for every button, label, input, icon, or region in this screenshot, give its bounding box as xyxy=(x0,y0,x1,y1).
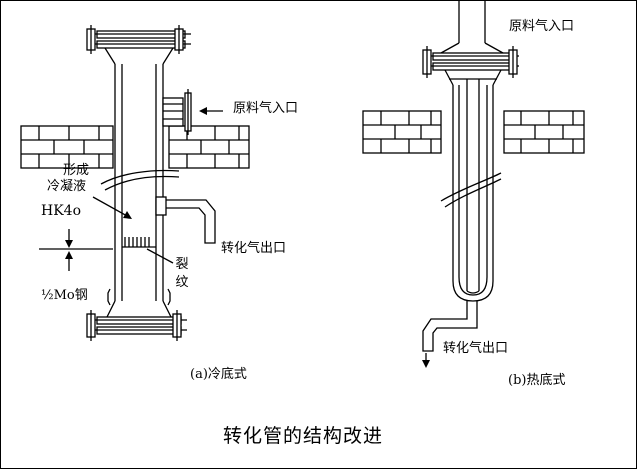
left-bottom-reducer xyxy=(106,300,172,318)
right-upper-reducer xyxy=(444,69,502,86)
left-caption: (a)冷底式 xyxy=(190,367,247,382)
left-material-bottom-label: ½Mo钢 xyxy=(41,288,88,303)
left-material-top-label: HK4o xyxy=(41,203,82,219)
left-support-lines xyxy=(100,169,180,191)
left-condensate-arrow xyxy=(92,196,132,219)
left-crack-label-line2: 纹 xyxy=(175,275,189,290)
left-brick-wall-right xyxy=(168,125,250,169)
left-weld-detail xyxy=(107,288,171,306)
left-top-flange xyxy=(86,25,191,54)
right-tube-body xyxy=(452,79,494,302)
right-outlet-label: 转化气出口 xyxy=(443,341,509,356)
left-outlet-pipe xyxy=(155,196,216,244)
left-crack-marks xyxy=(122,237,174,264)
left-inlet-label: 原料气入口 xyxy=(233,101,299,116)
left-outlet-label: 转化气出口 xyxy=(221,241,287,256)
figure-title: 转化管的结构改进 xyxy=(223,425,384,447)
right-caption: (b)热底式 xyxy=(508,373,566,388)
left-dimension-marks xyxy=(39,229,113,271)
right-inlet-label: 原料气入口 xyxy=(509,19,575,34)
right-outlet-arrow xyxy=(422,353,430,368)
left-crack-label-line1: 裂 xyxy=(175,257,189,272)
left-condensate-label-line2: 冷凝液 xyxy=(47,179,87,194)
left-inlet-arrow xyxy=(199,107,223,115)
right-support-lines xyxy=(440,172,502,208)
right-brick-wall-right xyxy=(503,110,585,154)
left-upper-reducer xyxy=(104,47,174,65)
left-inlet-nozzle xyxy=(162,89,192,135)
right-brick-wall-left xyxy=(362,110,442,154)
left-brick-wall-left xyxy=(20,125,114,169)
left-bottom-flange xyxy=(86,310,187,341)
right-top-flange xyxy=(422,46,519,78)
left-condensate-label-line1: 形成 xyxy=(63,163,90,178)
right-outlet-pipe xyxy=(422,301,478,352)
right-feed-pipe xyxy=(440,1,504,54)
